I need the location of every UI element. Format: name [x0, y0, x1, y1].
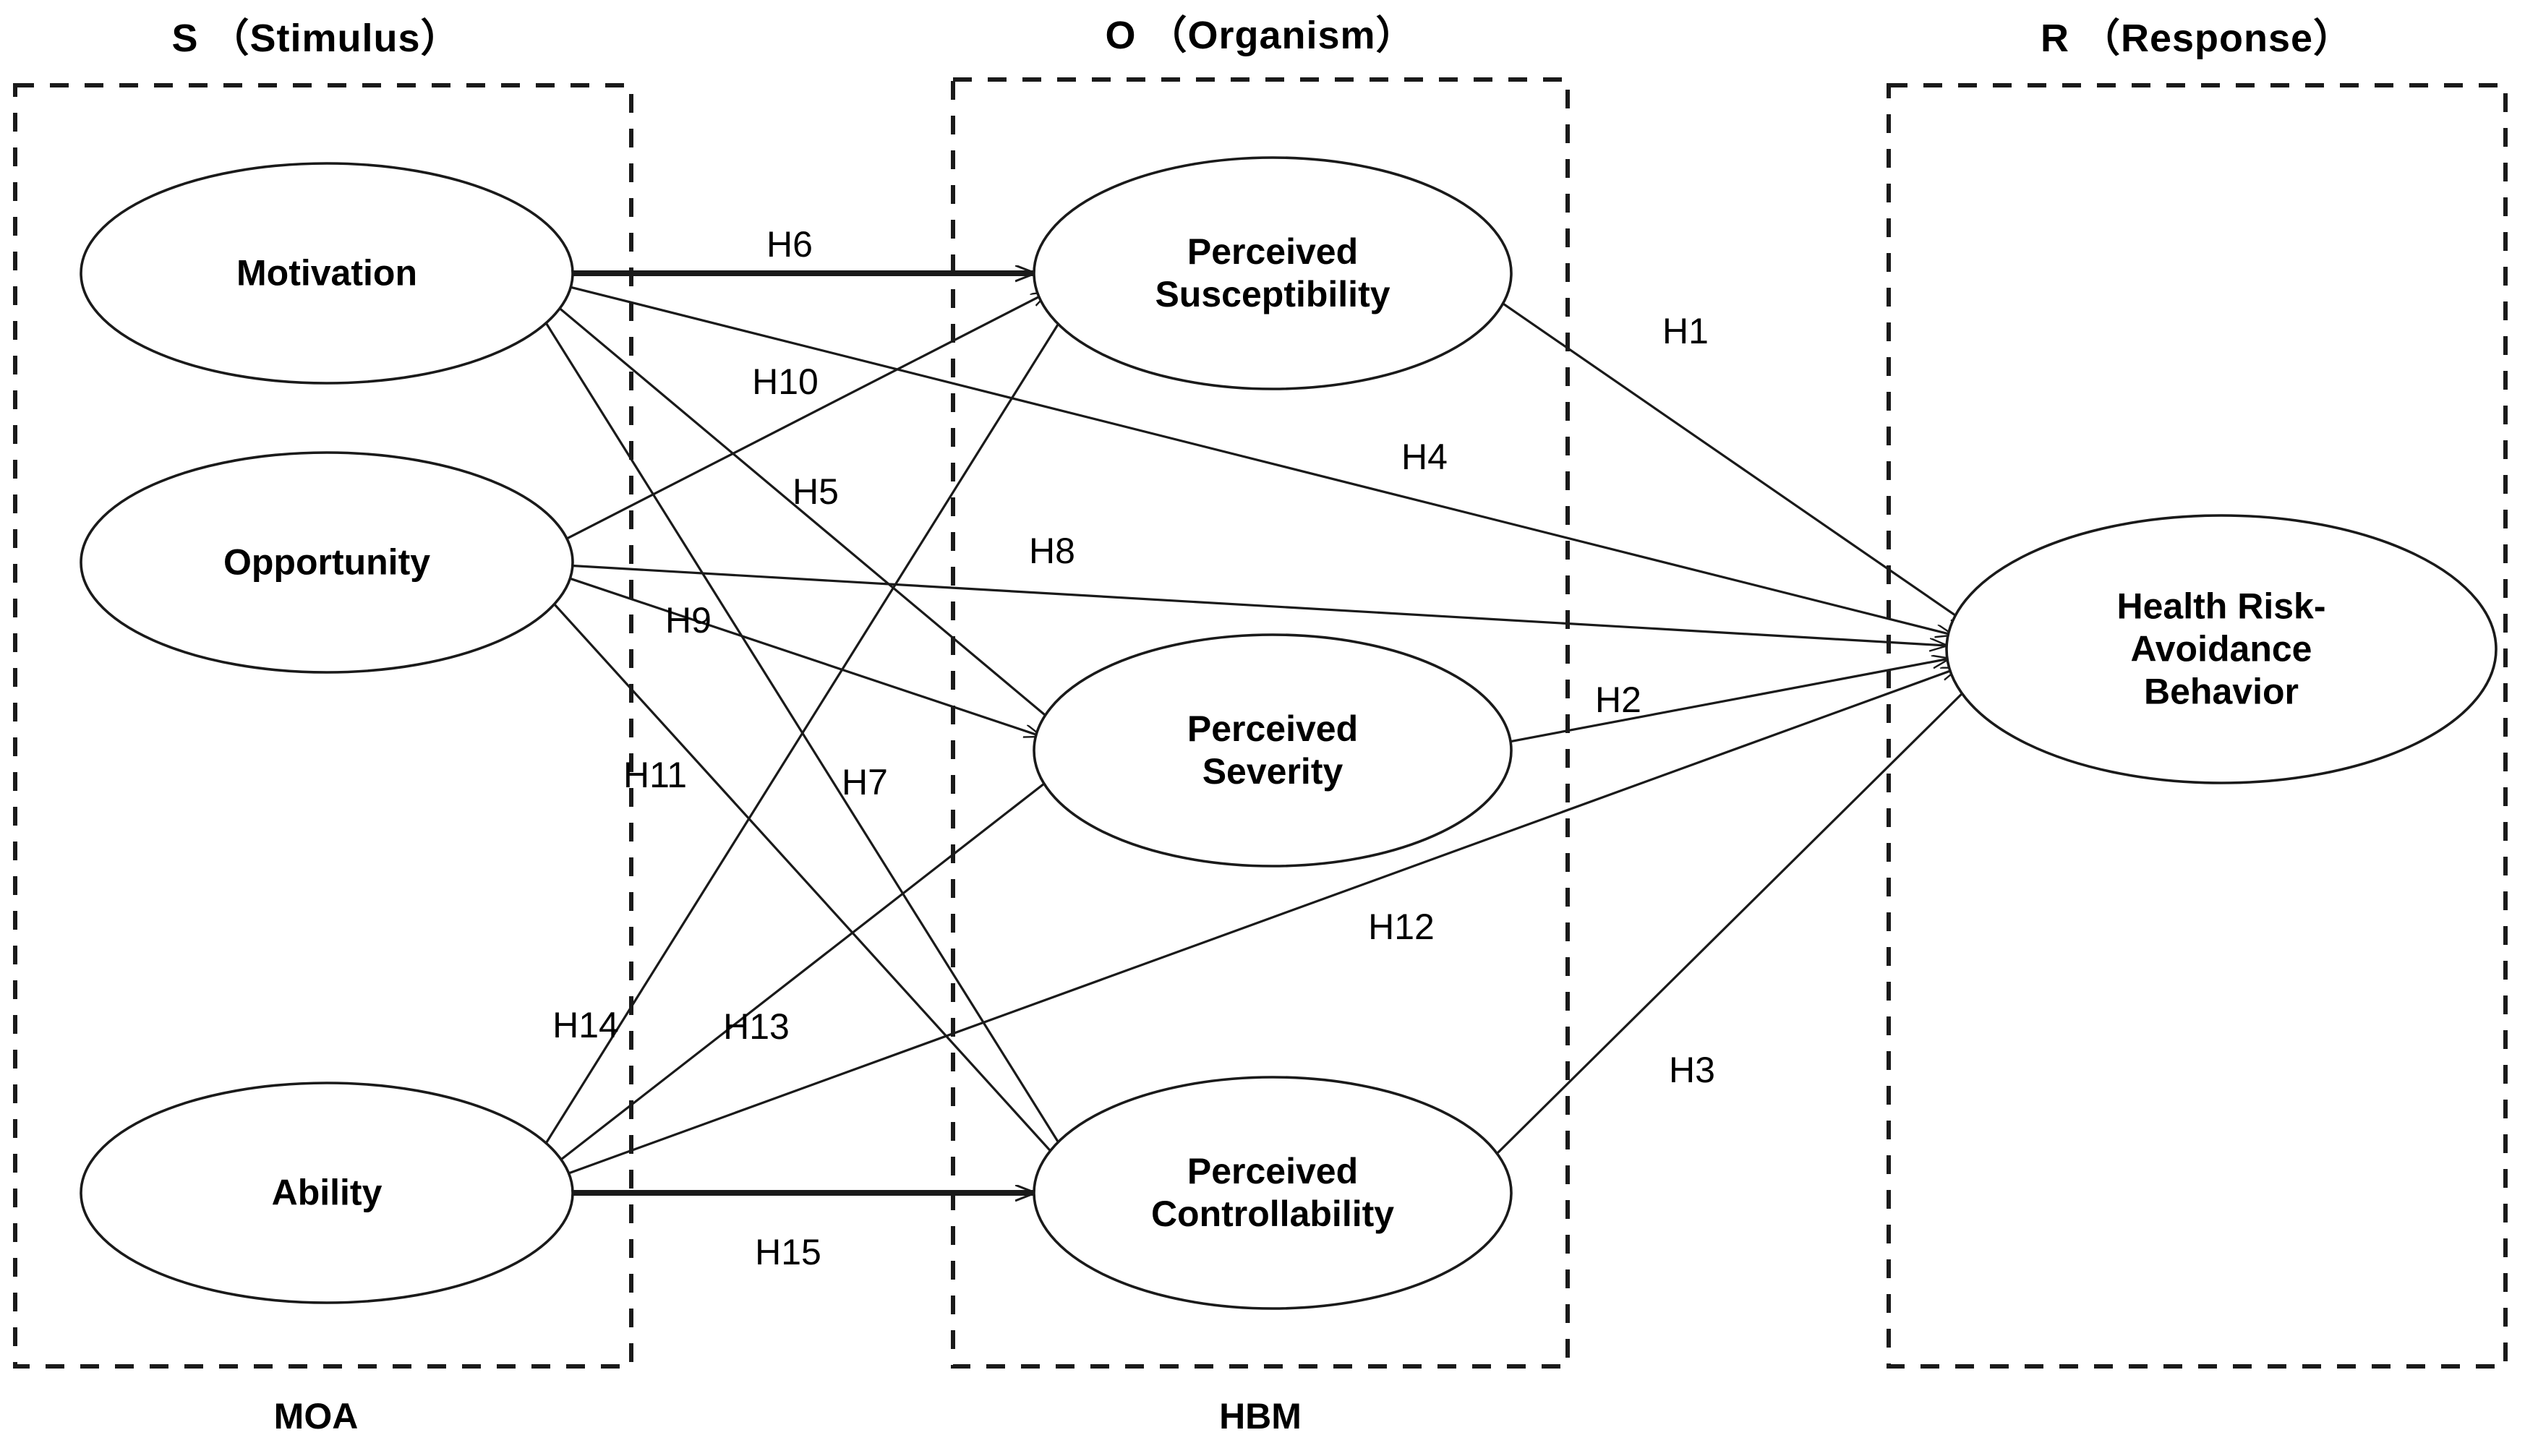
- edge-h5: [544, 295, 1059, 727]
- hypothesis-label-h13: H13: [723, 1006, 790, 1047]
- node-ellipse-behavior[interactable]: [1945, 514, 2498, 784]
- hypothesis-label-h4: H4: [1401, 437, 1448, 477]
- node-ellipse-ability[interactable]: [80, 1082, 574, 1304]
- edge-h11: [537, 586, 1065, 1168]
- edge-h14: [546, 774, 1057, 1172]
- node-ellipse-motivation[interactable]: [80, 162, 574, 385]
- edge-h9: [555, 292, 1048, 545]
- edge-h4: [565, 284, 1953, 635]
- hypothesis-label-h15: H15: [755, 1232, 821, 1272]
- edge-h8: [572, 564, 1947, 646]
- zone-box-organism: [951, 77, 1570, 1369]
- edge-h12: [560, 668, 1958, 1178]
- node-ellipse-opportunity[interactable]: [80, 451, 574, 674]
- edge-h13: [530, 301, 1073, 1168]
- edge-h10: [563, 575, 1041, 736]
- hypothesis-label-h9: H9: [665, 600, 712, 641]
- zone-box-response: [1887, 83, 2508, 1369]
- zone-footer-organism: HBM: [1219, 1396, 1302, 1436]
- hypothesis-label-h12: H12: [1368, 907, 1435, 947]
- zone-footer-stimulus: MOA: [273, 1396, 359, 1436]
- node-ellipse-susceptibility[interactable]: [1033, 156, 1513, 390]
- edge-lines-group: [530, 273, 1978, 1193]
- hypothesis-label-h3: H3: [1669, 1050, 1715, 1090]
- zone-header-response: R （Response）: [2040, 17, 2354, 60]
- hypothesis-label-h5: H5: [792, 471, 839, 512]
- edge-h2: [1508, 659, 1949, 743]
- hypothesis-label-h1: H1: [1662, 311, 1709, 351]
- zone-boxes-group: [13, 77, 2508, 1369]
- zone-box-stimulus: [13, 83, 633, 1369]
- node-ellipse-severity[interactable]: [1033, 633, 1513, 868]
- zone-header-organism: O （Organism）: [1105, 14, 1416, 57]
- hypothesis-label-h6: H6: [766, 224, 813, 265]
- hypothesis-label-h14: H14: [552, 1005, 619, 1045]
- hypothesis-label-h8: H8: [1029, 531, 1075, 571]
- zone-header-stimulus: S （Stimulus）: [171, 17, 461, 60]
- hypothesis-label-h7: H7: [842, 762, 888, 802]
- edge-h3: [1481, 677, 1978, 1169]
- edge-h1: [1490, 294, 1969, 625]
- hypothesis-label-h11: H11: [623, 755, 688, 795]
- hypothesis-label-h2: H2: [1595, 680, 1641, 720]
- node-shapes-group: [80, 156, 2498, 1310]
- hypothesis-label-h10: H10: [752, 361, 819, 402]
- node-ellipse-controllability[interactable]: [1033, 1076, 1513, 1310]
